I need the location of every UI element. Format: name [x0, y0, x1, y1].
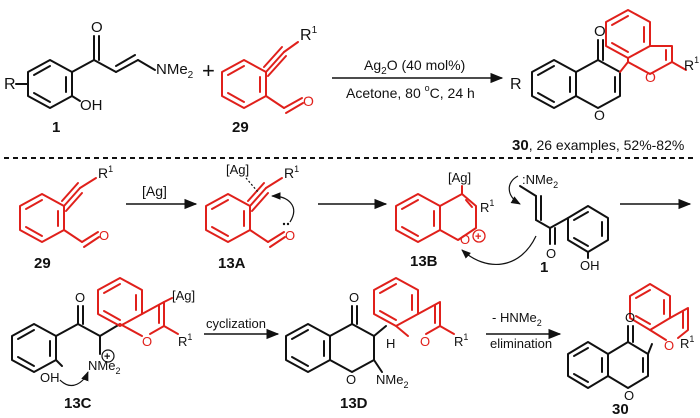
mech-13C-structure [11, 277, 179, 373]
compound-1-r-label: R [4, 76, 16, 93]
compound-29-structure [221, 41, 304, 114]
step-elimination: elimination [490, 336, 552, 351]
step1-reagent: [Ag] [142, 183, 167, 199]
mech-13A-o: O [285, 228, 295, 243]
product-30-structure [531, 9, 687, 109]
mech-13A-ag: [Ag] [226, 162, 249, 177]
mech-30-pyran-o: O [664, 338, 674, 353]
mech-29-o: O [99, 228, 109, 243]
mech-13B-ag: [Ag] [448, 170, 471, 185]
reagent-text: Ag2O (40 mol%) [364, 57, 465, 77]
carbonyl-o: O [91, 19, 103, 36]
mech-29-structure [19, 177, 100, 248]
mech-13B-attack-arrow [461, 235, 537, 265]
mech-13D-pyran-o: O [420, 334, 430, 349]
mech-13C-iminium-charge [101, 349, 115, 363]
mech-1-oh: OH [580, 258, 600, 273]
mech-13A-curved-arrow [271, 192, 295, 223]
mech-1-carbonyl-o: O [546, 246, 556, 261]
compound-29-r1: R1 [300, 25, 318, 44]
product-pyran-o: O [645, 69, 656, 85]
step-cyclization: cyclization [206, 316, 266, 331]
compound-29-o: O [303, 93, 314, 109]
mech-13D-label: 13D [340, 395, 368, 412]
product-carbonyl-o: O [594, 23, 606, 40]
mech-13C-oh: OH [40, 370, 60, 385]
mech-13D-r1: R1 [454, 332, 468, 349]
mech-30-r1: R1 [680, 334, 694, 351]
mech-13C-cyclization-arrow [59, 371, 89, 386]
mech-13B-r1: R1 [480, 198, 494, 215]
mech-1-lone-pair-arrow [508, 175, 521, 205]
mech-1-label: 1 [540, 259, 548, 276]
mech-29-r1: R1 [98, 164, 113, 181]
compound-29-label: 29 [232, 119, 249, 136]
product-r1: R1 [684, 55, 699, 73]
mech-30-label: 30 [612, 401, 629, 418]
compound-1-label: 1 [52, 119, 60, 136]
mech-13B-oxonium-charge [472, 229, 486, 243]
mech-13C-ag: [Ag] [172, 288, 195, 303]
product-r-label: R [510, 76, 522, 93]
mech-13D-nme2: NMe2 [376, 372, 408, 390]
step-elimination-reagent: - HNMe2 [492, 310, 542, 328]
product-summary: 30, 26 examples, 52%-82% [512, 137, 684, 154]
mech-30-ring-o: O [624, 388, 634, 403]
mech-13A-label: 13A [218, 255, 246, 272]
mech-13B-label: 13B [410, 253, 438, 270]
mech-13C-ring-o: O [142, 334, 152, 349]
mech-13D-carbonyl-o: O [349, 290, 359, 305]
mech-13C-charge: + [104, 351, 110, 363]
mech-29-label: 29 [34, 255, 51, 272]
compound-1-nme2: NMe2 [156, 61, 194, 81]
mech-13B-structure [395, 185, 477, 243]
conditions-text: Acetone, 80 oC, 24 h [346, 83, 475, 101]
mech-13C-carbonyl-o: O [75, 290, 85, 305]
mech-1-nme2: :NMe2 [522, 172, 558, 190]
mech-13D-h: H [386, 336, 395, 351]
mech-13C-r1: R1 [178, 332, 192, 349]
mech-13D-structure [285, 277, 455, 373]
compound-1-oh: OH [80, 97, 103, 114]
mech-13A-r1: R1 [284, 164, 299, 181]
compound-1-structure [15, 35, 156, 109]
plus-sign: + [202, 58, 215, 83]
product-ring-o: O [594, 107, 605, 123]
mech-13B-o: O [460, 232, 470, 247]
mech-30-structure [567, 283, 689, 389]
mech-30-carbonyl-o: O [625, 310, 635, 325]
mech-1-structure [519, 185, 609, 259]
mech-13B-charge: + [475, 231, 481, 243]
mech-13C-label: 13C [64, 395, 92, 412]
mech-13D-ring-o: O [346, 372, 356, 387]
mech-13A-structure [205, 177, 286, 248]
